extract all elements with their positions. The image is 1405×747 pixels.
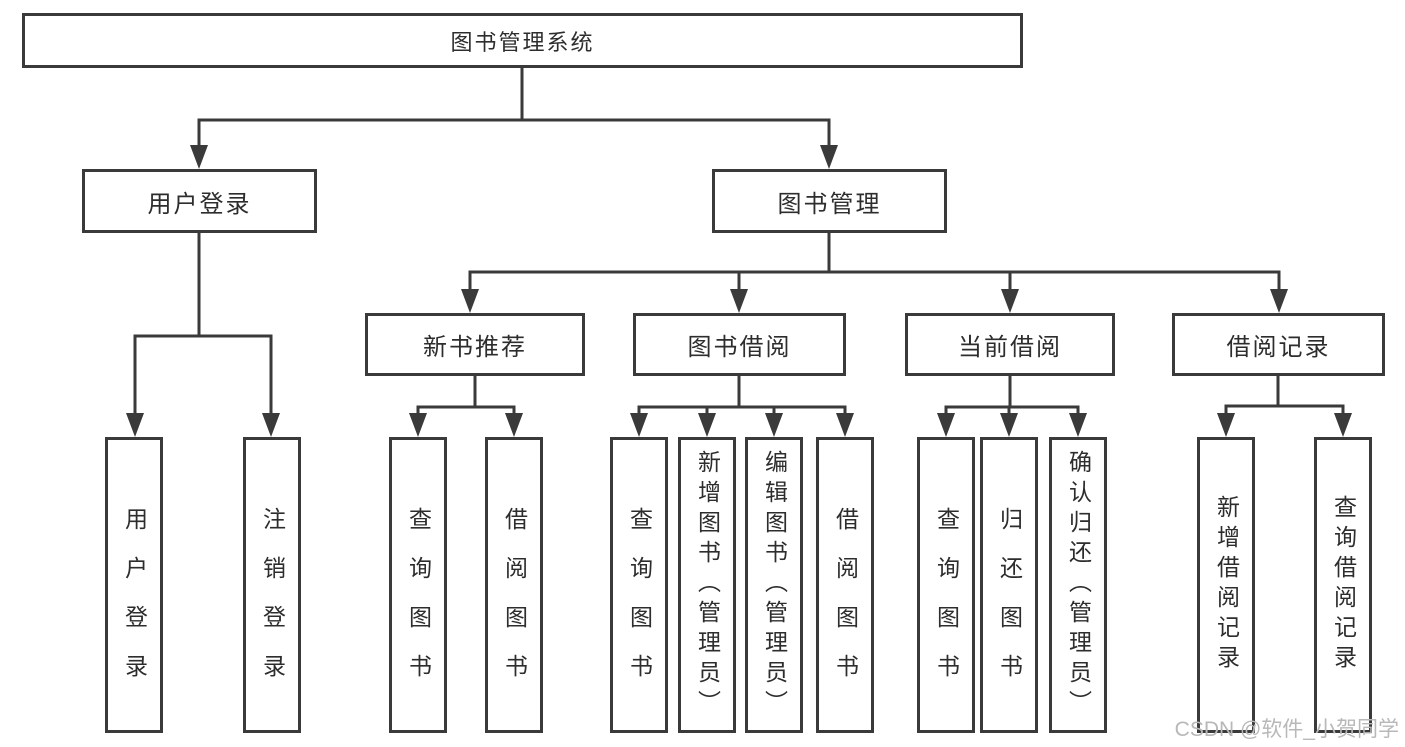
node-borrowing-records: 借阅记录	[1172, 313, 1385, 376]
connector-user-login	[126, 233, 280, 437]
leaf-borrow-books-2: 借阅图书	[816, 437, 874, 733]
leaf-user-login: 用户登录	[105, 437, 163, 733]
watermark: CSDN @软件_小贺同学	[1174, 718, 1399, 741]
leaf-add-books-admin: 新增图书（管理员）	[678, 437, 736, 733]
connector-new-book-recommend	[409, 376, 523, 437]
node-book-management-label: 图书管理	[777, 190, 882, 218]
leaf-label: 查询图书	[933, 507, 960, 703]
leaf-confirm-return-admin: 确认归还（管理员）	[1049, 437, 1107, 733]
leaf-add-borrow-record: 新增借阅记录	[1197, 437, 1255, 733]
node-book-management: 图书管理	[712, 169, 947, 233]
leaf-label: 新增借阅记录	[1213, 495, 1240, 675]
connector-borrowing-records	[1217, 376, 1352, 437]
connector-book-borrowing	[630, 376, 854, 437]
node-new-book-recommend-label: 新书推荐	[423, 334, 527, 361]
leaf-label: 确认归还（管理员）	[1065, 450, 1092, 720]
connector-current-borrowing	[937, 376, 1087, 437]
leaf-label: 编辑图书（管理员）	[761, 450, 788, 720]
node-new-book-recommend: 新书推荐	[365, 313, 585, 376]
node-current-borrowing: 当前借阅	[905, 313, 1115, 376]
leaf-label: 新增图书（管理员）	[694, 450, 721, 720]
leaf-logout: 注销登录	[243, 437, 301, 733]
node-root: 图书管理系统	[22, 13, 1023, 68]
leaf-label: 归还图书	[996, 507, 1023, 703]
node-user-login: 用户登录	[82, 169, 317, 233]
node-borrowing-records-label: 借阅记录	[1226, 334, 1331, 361]
node-book-borrowing-label: 图书借阅	[687, 334, 792, 361]
leaf-query-books-2: 查询图书	[610, 437, 668, 733]
connector-root	[190, 68, 838, 169]
leaf-label: 用户登录	[121, 507, 148, 703]
leaf-label: 查询借阅记录	[1330, 495, 1357, 675]
leaf-label: 查询图书	[626, 507, 653, 703]
leaf-query-books-3: 查询图书	[917, 437, 975, 733]
node-root-label: 图书管理系统	[450, 29, 595, 55]
leaf-label: 注销登录	[259, 507, 286, 703]
node-user-login-label: 用户登录	[147, 190, 252, 218]
node-book-borrowing: 图书借阅	[633, 313, 846, 376]
leaf-query-borrow-record: 查询借阅记录	[1314, 437, 1372, 733]
leaf-label: 借阅图书	[501, 507, 528, 703]
node-current-borrowing-label: 当前借阅	[958, 334, 1062, 361]
leaf-query-books-1: 查询图书	[389, 437, 447, 733]
leaf-label: 借阅图书	[832, 507, 859, 703]
leaf-borrow-books-1: 借阅图书	[485, 437, 543, 733]
leaf-edit-books-admin: 编辑图书（管理员）	[745, 437, 803, 733]
leaf-label: 查询图书	[405, 507, 432, 703]
leaf-return-books: 归还图书	[980, 437, 1038, 733]
connector-book-management	[461, 233, 1288, 313]
